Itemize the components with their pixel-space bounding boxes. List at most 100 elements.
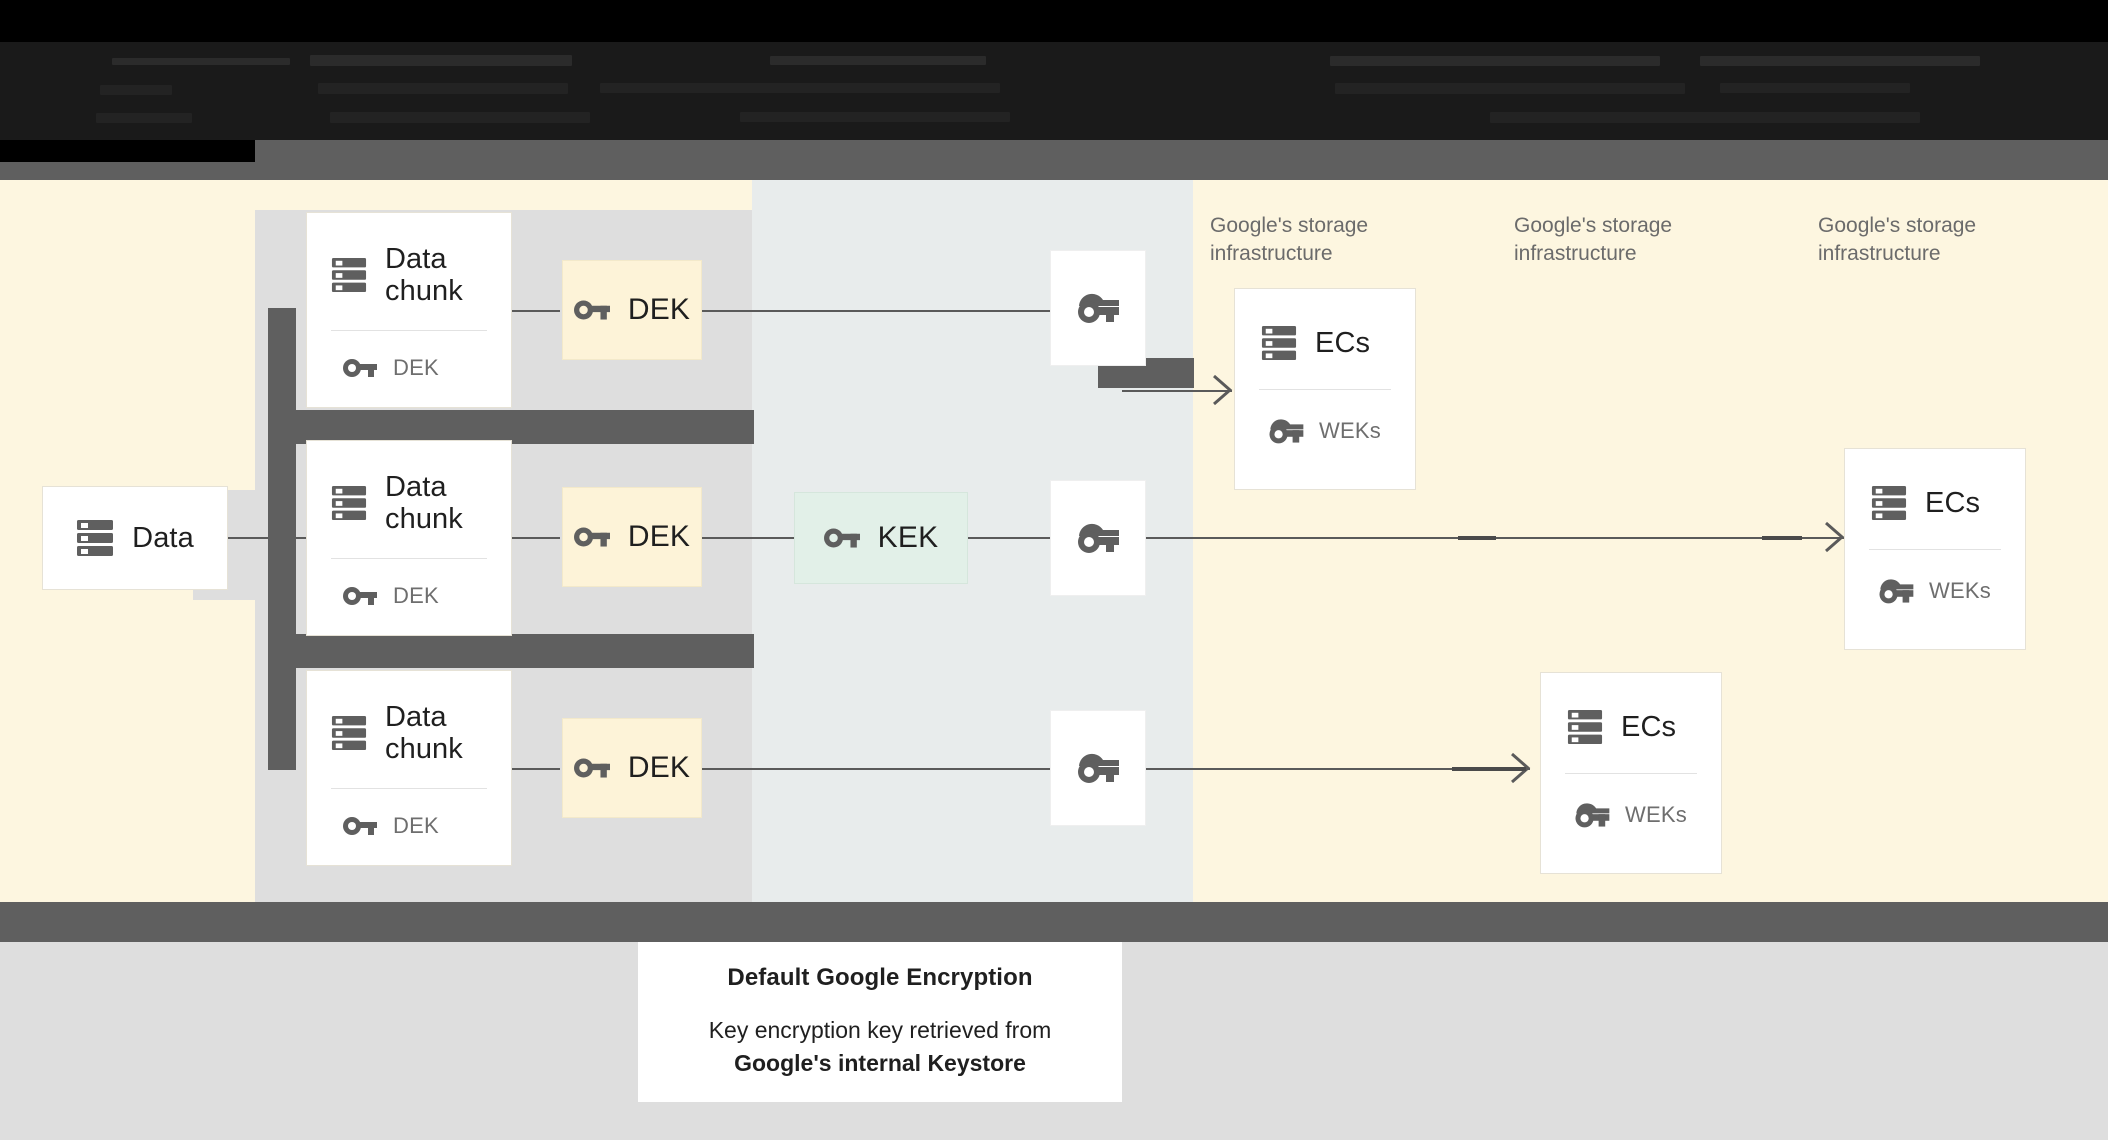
key-icon (573, 756, 610, 780)
card-data-chunk[interactable]: Data chunk DEK (306, 440, 512, 636)
chip-kek[interactable]: KEK (794, 492, 968, 584)
label-line-1: Google's storage (1210, 214, 1369, 237)
storage-icon (1567, 707, 1603, 747)
card-data[interactable]: Data (42, 486, 228, 590)
double-key-icon (1267, 416, 1305, 446)
chip-kek-label: KEK (877, 521, 939, 554)
card-chunk-key-label: DEK (393, 582, 439, 608)
occluder-block-left-trunk (268, 308, 296, 770)
label-line-2: infrastructure (1818, 241, 1941, 265)
storage-icon (76, 517, 114, 559)
card-ecs-title: ECs (1315, 326, 1371, 359)
caption-body: Key encryption key retrieved from Google… (709, 1014, 1052, 1081)
redacted-text-line (112, 58, 290, 65)
card-ecs-title: ECs (1621, 710, 1677, 743)
redacted-text-line (770, 56, 986, 65)
chip-dek[interactable]: DEK (562, 718, 702, 818)
card-ecs-title: ECs (1925, 486, 1981, 519)
card-divider (331, 329, 487, 331)
connector-dek1-to-keybox (702, 310, 1052, 312)
redacted-text-line (600, 83, 1000, 93)
arrowhead-icon (1213, 374, 1233, 406)
storage-icon (331, 713, 367, 753)
redacted-text-line (1330, 56, 1660, 66)
chip-dek-label: DEK (627, 751, 691, 784)
double-key-icon (1877, 576, 1915, 606)
key-icon (573, 525, 610, 549)
connector-keybox3-to-ecs (1122, 768, 1530, 770)
redacted-text-line (1490, 112, 1920, 123)
storage-icon (1261, 323, 1297, 363)
key-icon (343, 815, 377, 837)
double-key-icon (1075, 520, 1121, 556)
connector-dek3-to-keybox (702, 768, 1052, 770)
caption-title: Default Google Encryption (727, 963, 1033, 991)
connector-chunk3-to-dek (512, 768, 560, 770)
line-artifact-segment (1452, 767, 1526, 771)
caption-box: Default Google Encryption Key encryption… (638, 942, 1122, 1102)
card-data-chunk[interactable]: Data chunk DEK (306, 670, 512, 866)
card-divider (331, 787, 487, 789)
card-divider (1565, 773, 1697, 774)
redacted-text-line (1720, 83, 1910, 93)
keybox-wrapped-key[interactable] (1050, 250, 1146, 366)
card-chunk-key-label: DEK (393, 354, 439, 380)
top-divider-bar-notch (0, 140, 255, 162)
keybox-wrapped-key[interactable] (1050, 710, 1146, 826)
double-key-icon (1075, 290, 1121, 326)
card-ecs[interactable]: ECs WEKs (1234, 288, 1416, 490)
connector-chunk1-to-dek (512, 310, 560, 312)
connector-kek-to-keybox (968, 537, 1052, 539)
chip-dek-label: DEK (627, 293, 691, 326)
card-chunk-key-label: DEK (393, 812, 439, 838)
chip-dek[interactable]: DEK (562, 260, 702, 360)
caption-body-line-2: Google's internal Keystore (734, 1050, 1026, 1076)
chip-dek-label: DEK (627, 520, 691, 553)
redacted-text-line (318, 83, 568, 94)
double-key-icon (1075, 750, 1121, 786)
arrowhead-icon (1825, 521, 1845, 553)
arrowhead-icon (1511, 752, 1531, 784)
card-ecs-key-label: WEKs (1929, 578, 1991, 603)
key-icon (343, 585, 377, 607)
card-divider (331, 557, 487, 559)
redacted-text-line (740, 112, 1010, 122)
top-divider-bar (0, 140, 2108, 180)
card-chunk-title: Data chunk (385, 243, 463, 308)
key-icon (343, 357, 377, 379)
connector-chunk2-to-dek (512, 537, 560, 539)
card-ecs[interactable]: ECs WEKs (1844, 448, 2026, 650)
double-key-icon (1573, 800, 1611, 830)
top-black-bar (0, 0, 2108, 42)
card-ecs-key-label: WEKs (1625, 802, 1687, 827)
bottom-divider-bar (0, 902, 2108, 942)
line-artifact-segment (1762, 536, 1802, 540)
storage-icon (331, 255, 367, 295)
label-storage-infrastructure: Google's storage infrastructure (1210, 212, 1440, 267)
redacted-text-line (310, 55, 572, 66)
key-icon (823, 526, 860, 550)
keybox-wrapped-key[interactable] (1050, 480, 1146, 596)
redacted-text-line (96, 113, 192, 123)
redacted-text-line (1335, 83, 1685, 94)
card-ecs-key-label: WEKs (1319, 418, 1381, 443)
card-data-label: Data (132, 521, 194, 554)
key-icon (573, 298, 610, 322)
card-chunk-title: Data chunk (385, 471, 463, 536)
card-divider (1869, 549, 2001, 550)
redacted-text-line (100, 85, 172, 95)
label-storage-infrastructure: Google's storage infrastructure (1818, 212, 2048, 267)
label-line-1: Google's storage (1818, 214, 1977, 237)
occluder-block-row2 (268, 634, 754, 668)
connector-keybox1-to-ecs (1122, 390, 1232, 392)
storage-icon (1871, 483, 1907, 523)
chip-dek[interactable]: DEK (562, 487, 702, 587)
card-ecs[interactable]: ECs WEKs (1540, 672, 1722, 874)
line-artifact-segment (1458, 536, 1496, 540)
card-data-chunk[interactable]: Data chunk DEK (306, 212, 512, 408)
occluder-block-row1 (268, 410, 754, 444)
card-divider (1259, 389, 1391, 390)
redacted-text-line (1700, 56, 1980, 66)
caption-body-line-1: Key encryption key retrieved from (708, 1016, 1052, 1043)
